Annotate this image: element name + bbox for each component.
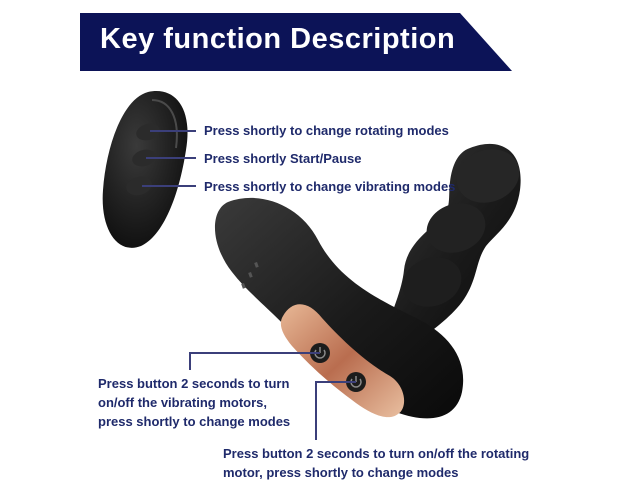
rotation-label-line2: motor, press shortly to change modes [223, 465, 459, 480]
header-banner: Key function Description [80, 13, 512, 71]
remote-button-bottom[interactable] [124, 174, 154, 198]
device-image [214, 143, 521, 419]
leader-line-rotation [315, 381, 356, 440]
vibration-label-line2: on/off the vibrating motors, [98, 395, 267, 410]
remote-control-image [102, 91, 188, 248]
remote-button-top[interactable] [134, 121, 161, 143]
remote-middle-button-label: Press shortly Start/Pause [204, 151, 362, 166]
rotation-label-line1: Press button 2 seconds to turn on/off th… [223, 446, 530, 461]
rotation-button-label: Press button 2 seconds to turn on/off th… [223, 444, 529, 482]
remote-button-middle[interactable] [130, 147, 157, 169]
vibration-label-line1: Press button 2 seconds to turn [98, 376, 290, 391]
remote-top-button-label: Press shortly to change rotating modes [204, 123, 449, 138]
device-markings [241, 262, 259, 289]
vibration-button-label: Press button 2 seconds to turn on/off th… [98, 374, 290, 431]
remote-bottom-button-label: Press shortly to change vibrating modes [204, 179, 456, 194]
banner-shape [80, 13, 512, 71]
page-title: Key function Description [100, 23, 456, 55]
vibration-label-line3: press shortly to change modes [98, 414, 291, 429]
leader-line-vibration [189, 352, 320, 370]
